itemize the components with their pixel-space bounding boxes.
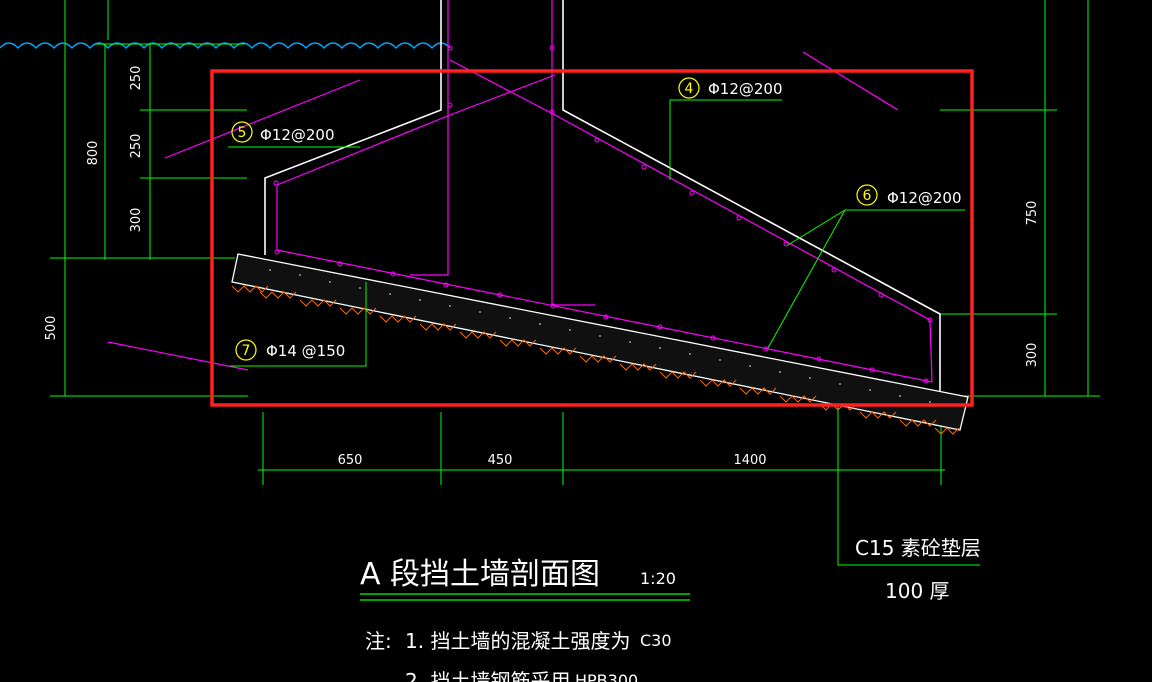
dim-left-3: 300 [129,208,144,233]
rebar-mark-7: 7 [242,343,251,359]
drawing-scale: 1:20 [640,569,676,588]
rebar-spec-4: Φ12@200 [708,80,783,98]
rebar-mark-4: 4 [685,81,694,97]
dim-bottom-1: 650 [338,453,363,468]
water-level-line [0,42,451,50]
right-dimension-lines [940,0,1100,397]
rebar-spec-7: Φ14 @150 [266,342,345,360]
left-dimension-lines [50,0,248,397]
rebar-callout-6: 6 Φ12@200 [856,184,962,207]
highlight-box [210,69,974,407]
note-prefix: 注: [365,629,392,653]
rebar-spec-6: Φ12@200 [887,189,962,207]
title-underline [360,593,690,601]
dim-left-4: 800 [86,141,101,166]
note-1-text: 1. 挡土墙的混凝土强度为 [405,629,630,653]
cushion-layer [231,253,969,431]
rebar-callout-4: 4 Φ12@200 [678,77,783,99]
note-1-value: C30 [640,631,672,650]
rebar-mark-6: 6 [863,188,872,204]
cushion-thickness: 100 厚 [885,579,950,603]
cushion-label: C15 素砼垫层 [855,536,981,560]
note-2-text: 2. 挡土墙钢筋采用 [405,669,570,682]
dim-left-1: 250 [129,66,144,91]
dim-left-2: 250 [129,134,144,159]
rebar-leaders [228,99,965,367]
rebar-spec-5: Φ12@200 [260,126,335,144]
drawing-title: A 段挡土墙剖面图 [360,557,600,592]
dim-left-5: 500 [44,316,59,341]
note-2-value: HPB300 [575,671,638,682]
soil-hatch [231,285,960,435]
dim-right-1: 750 [1025,201,1040,226]
rebar-mark-5: 5 [238,125,247,141]
wall-outline [264,0,941,393]
rebar-callout-5: 5 Φ12@200 [231,121,335,144]
rebar-callout-7: 7 Φ14 @150 [235,339,345,361]
dim-bottom-2: 450 [488,453,513,468]
dim-right-2: 300 [1025,343,1040,368]
rebar-dots [273,45,933,384]
bottom-dimension-lines [258,412,945,485]
dim-bottom-3: 1400 [733,453,766,468]
